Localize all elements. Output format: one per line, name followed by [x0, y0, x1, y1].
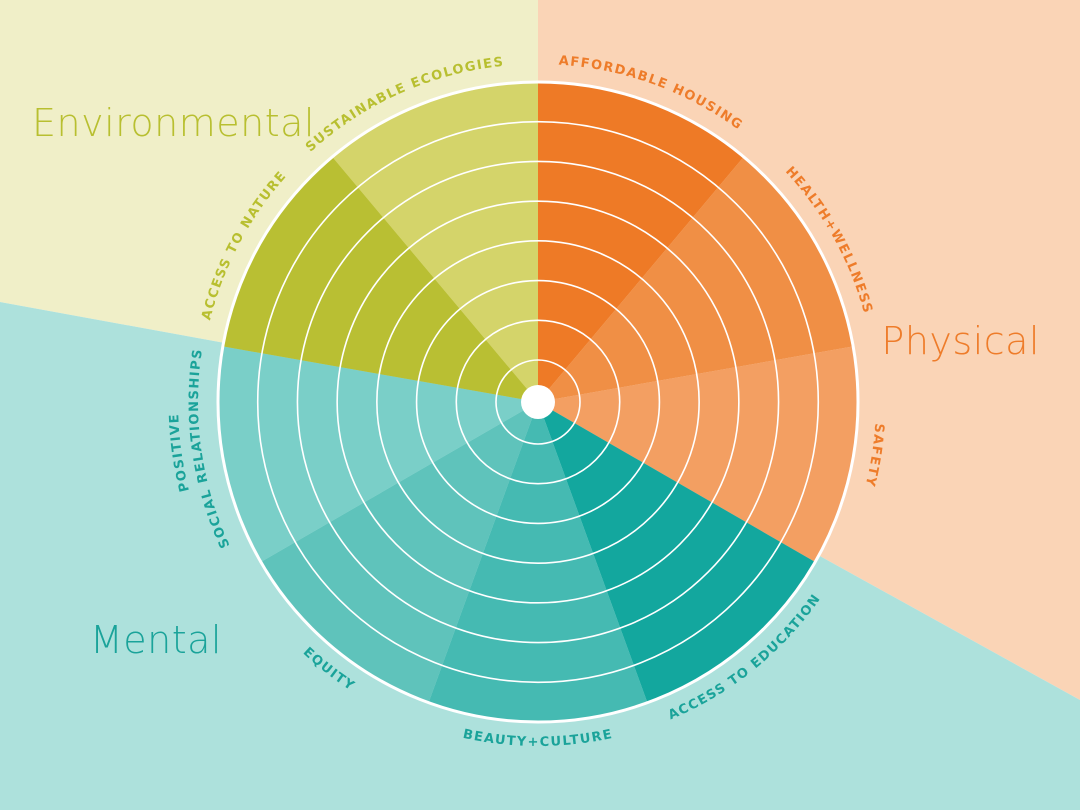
segment-beauty-culture — [428, 402, 648, 722]
segment-sustainable-ecologies — [332, 82, 538, 402]
ring-6 — [296, 160, 780, 644]
ring-4 — [376, 240, 700, 564]
category-title-physical: Physical — [881, 319, 1040, 363]
segment-access-to-nature — [222, 156, 539, 402]
ring-5 — [336, 200, 740, 604]
wheel-rings — [216, 80, 860, 724]
ring-1 — [495, 359, 581, 445]
ring-8 — [216, 80, 860, 724]
ring-7 — [256, 120, 820, 684]
wheel-segments — [217, 82, 859, 722]
segment-access-to-education — [538, 402, 816, 703]
ring-2 — [455, 319, 621, 485]
ring-3 — [415, 279, 661, 525]
segment-equity — [260, 402, 538, 703]
segment-health-wellness — [538, 156, 854, 402]
category-title-mental: Mental — [90, 618, 222, 662]
segment-affordable-housing — [538, 82, 744, 402]
category-title-environmental: Environmental — [32, 101, 315, 145]
wheel-center-dot — [521, 385, 555, 419]
